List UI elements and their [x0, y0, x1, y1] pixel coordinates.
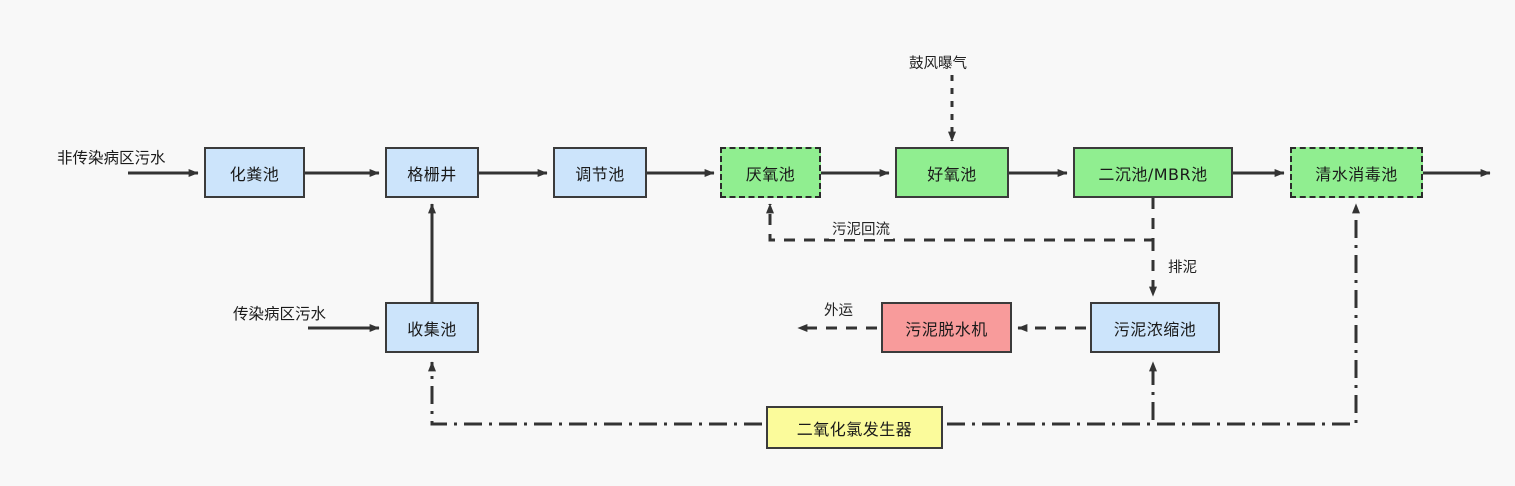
node-haoyangchi[interactable]: 好氧池: [895, 147, 1009, 198]
node-huafenchi[interactable]: 化粪池: [204, 147, 305, 198]
node-wuni-nongsuochi[interactable]: 污泥浓缩池: [1090, 302, 1220, 353]
node-shoujichi[interactable]: 收集池: [385, 302, 479, 353]
edge-sludge-return: [766, 198, 1155, 242]
node-wuni-tuoshuiji[interactable]: 污泥脱水机: [881, 302, 1012, 353]
label-sludge-discharge: 排泥: [1165, 256, 1200, 277]
label-inlet-infectious: 传染病区污水: [233, 305, 327, 323]
label-aeration: 鼓风曝气: [906, 52, 970, 73]
node-qingshui-xiaodu[interactable]: 清水消毒池: [1290, 147, 1423, 198]
label-inlet-non-infectious: 非传染病区污水: [57, 149, 166, 167]
label-haul-away: 外运: [821, 299, 856, 320]
node-erchenchi-mbr[interactable]: 二沉池/MBR池: [1073, 147, 1233, 198]
label-sludge-return: 污泥回流: [829, 218, 893, 239]
node-tiaojiechi[interactable]: 调节池: [553, 147, 647, 198]
node-yanyangchi[interactable]: 厌氧池: [720, 147, 821, 198]
node-gezhajing[interactable]: 格栅井: [385, 147, 479, 198]
node-eryanghualv-fashengqi[interactable]: 二氧化氯发生器: [766, 406, 943, 449]
edge-generator-to-nongsuochi: [947, 361, 1157, 426]
edge-generator-to-shoujichi: [428, 361, 762, 426]
